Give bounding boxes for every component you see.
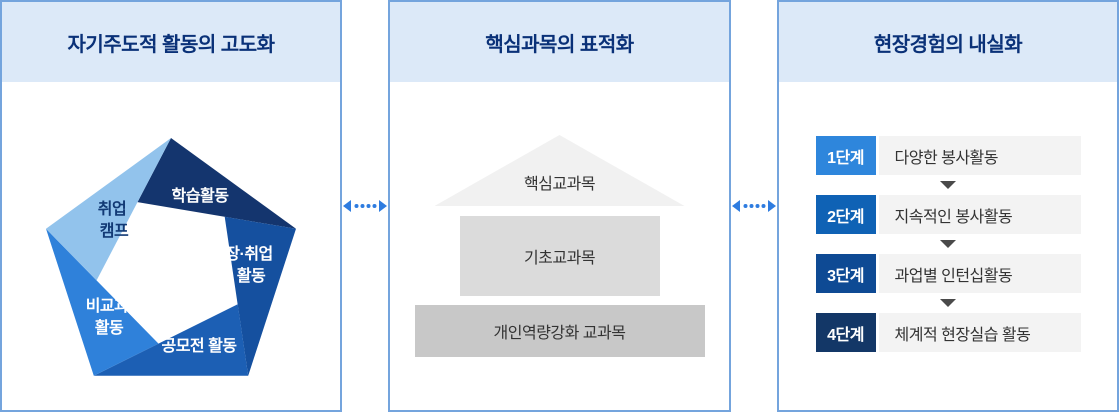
step-separator	[816, 293, 1081, 313]
step-separator	[816, 234, 1081, 254]
left-arrowhead-icon	[343, 200, 351, 212]
panel-field-experience: 현장경험의 내실화 1단계 다양한 봉사활동 2단계 지속적인 봉사활동 3단계…	[777, 0, 1119, 412]
step-badge: 4단계	[815, 313, 876, 352]
double-arrow-glyph	[343, 200, 387, 212]
panel-header: 자기주도적 활동의 고도화	[2, 2, 340, 82]
label-line: 학습활동	[172, 186, 230, 205]
label-line: 장·취업	[225, 245, 273, 263]
step-list: 1단계 다양한 봉사활동 2단계 지속적인 봉사활동 3단계 과업별 인턴십활동	[815, 136, 1081, 352]
step-badge: 1단계	[815, 136, 876, 175]
pyramid-mid-tier: 기초교과목	[459, 216, 660, 296]
step-label: 다양한 봉사활동	[878, 136, 1081, 175]
panel-gap	[731, 0, 777, 412]
arrow-down-icon	[940, 181, 956, 189]
step-badge: 2단계	[815, 195, 876, 234]
panel-title: 현장경험의 내실화	[873, 33, 1023, 56]
pentagon-segment-employment	[224, 216, 296, 376]
label-line: 활동	[95, 318, 124, 337]
pyramid-house-diagram: 핵심교과목 기초교과목 개인역량강화 교과목	[390, 135, 729, 357]
dot-icon	[749, 204, 754, 208]
pyramid-roof-tier: 핵심교과목	[434, 135, 685, 206]
panel-header: 핵심과목의 표적화	[390, 2, 729, 82]
arrow-down-icon	[940, 240, 956, 248]
panel-title: 자기주도적 활동의 고도화	[67, 33, 275, 56]
step-row-1: 1단계 다양한 봉사활동	[815, 136, 1081, 175]
dot-icon	[755, 204, 760, 208]
pentagon-label-contest: 공모전 활동	[161, 336, 237, 355]
panel-header: 현장경험의 내실화	[779, 2, 1117, 82]
pentagon-segment-contest	[93, 304, 249, 376]
pentagon-segment-learning	[137, 138, 296, 229]
pentagon-segment-career-camp	[46, 138, 171, 281]
double-arrow-icon	[343, 200, 387, 212]
pentagon-label-extracurricular: 비교과 활동	[86, 297, 133, 337]
pentagon-label-career-camp: 취업 캠프	[98, 200, 130, 240]
panel-core-subjects: 핵심과목의 표적화 핵심교과목 기초교과목 개인역량강화 교과목	[388, 0, 731, 412]
panel-gap	[342, 0, 388, 412]
label-line: 활동	[237, 266, 266, 285]
label-line: 취업	[98, 200, 126, 218]
roof-tier-label: 핵심교과목	[523, 176, 596, 193]
step-row-4: 4단계 체계적 현장실습 활동	[815, 313, 1081, 352]
step-separator	[816, 175, 1081, 195]
label-line: 공모전 활동	[161, 336, 237, 355]
dot-icon	[360, 204, 365, 208]
dot-icon	[366, 204, 371, 208]
pyramid-base-tier: 개인역량강화 교과목	[414, 305, 705, 357]
right-arrowhead-icon	[768, 200, 776, 212]
right-arrowhead-icon	[379, 200, 387, 212]
pentagon-label-learning: 학습활동	[172, 186, 230, 205]
pentagon-pinwheel-diagram: 학습활동 장·취업 활동 공모전 활동 비교과 활동 취업 캠프	[46, 138, 296, 376]
pentagon-label-employment: 장·취업 활동	[225, 245, 276, 285]
double-arrow-icon	[732, 200, 776, 212]
mid-tier-label: 기초교과목	[523, 250, 596, 267]
step-row-3: 3단계 과업별 인턴십활동	[815, 254, 1081, 293]
dot-icon	[354, 204, 359, 208]
left-arrowhead-icon	[732, 200, 740, 212]
step-label: 체계적 현장실습 활동	[878, 313, 1081, 352]
step-label: 지속적인 봉사활동	[878, 195, 1081, 234]
panel-self-directed-activities: 자기주도적 활동의 고도화 학습활동 장·취업 활동 공모전 활동 비교과 활동	[0, 0, 342, 412]
dot-icon	[743, 204, 748, 208]
step-badge: 3단계	[815, 254, 876, 293]
arrow-down-icon	[940, 299, 956, 307]
step-row-2: 2단계 지속적인 봉사활동	[815, 195, 1081, 234]
pentagon-segment-extracurricular	[46, 228, 159, 376]
panel-title: 핵심과목의 표적화	[485, 33, 634, 56]
step-label: 과업별 인턴십활동	[878, 254, 1081, 293]
dot-icon	[761, 204, 766, 208]
double-arrow-glyph	[732, 200, 776, 212]
label-line: 캠프	[100, 222, 129, 240]
dot-icon	[372, 204, 377, 208]
base-tier-label: 개인역량강화 교과목	[493, 325, 626, 342]
label-line: 비교과	[86, 297, 129, 315]
